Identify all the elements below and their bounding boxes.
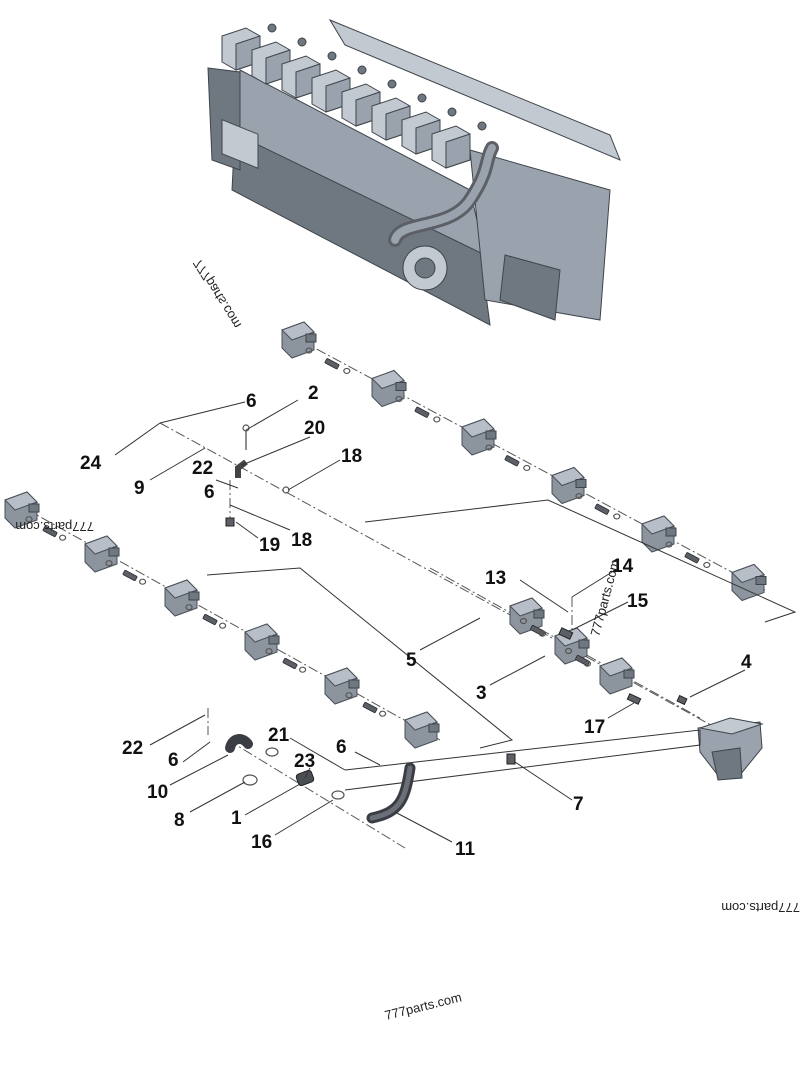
callout-1: 1 [231,808,242,829]
o-ring [523,464,531,472]
o-ring [583,660,592,667]
o-ring [379,710,387,717]
callout-9: 9 [134,478,145,499]
lower-hose-parts [207,708,701,849]
valve-cap [404,711,440,749]
watermark-text: 777parts.com [587,558,622,638]
callout-19: 19 [259,535,280,556]
callout-6-b: 6 [204,482,215,503]
callout-8: 8 [174,810,185,831]
o-ring [25,516,33,523]
callout-20: 20 [304,418,325,439]
callout-11: 11 [455,839,476,860]
callout-5: 5 [406,650,417,671]
spring [530,624,545,637]
spring [324,358,340,370]
watermark-text: 777parts.com [721,900,800,915]
callout-16: 16 [251,832,272,853]
spring [42,525,58,538]
callout-4: 4 [741,652,752,673]
o-ring [299,666,307,673]
callout-labels: 6 2 20 24 22 9 18 6 19 18 13 14 15 5 4 3… [80,383,752,860]
o-ring [58,534,67,541]
o-ring [519,617,528,625]
spring [504,455,520,467]
spring [362,701,378,714]
cylinder-head-row [221,118,259,169]
cylinder-head [431,121,487,169]
valve-cap [4,491,40,529]
watermark-text: 777parts.com [190,256,244,331]
spring [594,503,610,515]
spring [122,569,138,582]
callout-15: 15 [627,591,649,612]
callout-18: 18 [341,446,362,467]
o-ring [665,541,673,548]
o-ring [564,647,573,655]
callout-22: 22 [192,458,213,479]
o-ring [345,692,353,699]
cylinder-head [311,65,367,113]
o-ring [538,630,547,637]
cylinder-head [371,93,427,141]
o-ring [105,560,113,567]
callout-17: 17 [584,717,605,738]
watermark-text: 777parts.com [383,989,463,1023]
valve-cap [164,579,200,617]
manifold-block [697,717,764,781]
valve-cap [731,563,767,602]
o-ring [343,367,351,375]
o-ring [485,444,493,451]
callout-22-b: 22 [122,738,143,759]
callout-24: 24 [80,453,102,474]
spring [282,657,298,670]
callout-6-d: 6 [168,750,179,771]
o-ring [395,395,403,403]
callout-14: 14 [612,556,634,577]
callout-18-b: 18 [291,530,312,551]
upper-cap-row [281,321,797,623]
spring [684,552,700,564]
o-ring [305,347,313,354]
engine-assembly-illustration [207,18,621,326]
o-ring [575,492,583,500]
o-ring [613,513,621,520]
o-ring [265,648,273,655]
spring [575,654,590,667]
left-cap-row [4,491,514,749]
valve-cap [324,667,360,705]
o-ring [185,604,193,611]
callout-23: 23 [294,751,315,772]
valve-cap [244,623,280,661]
middle-cap-row [159,422,721,731]
callout-21: 21 [268,725,290,746]
callout-6: 6 [246,391,257,412]
callout-2: 2 [308,383,319,404]
watermarks: 777parts.com 777parts.com 777parts.com 7… [15,256,800,1023]
valve-cap [599,657,635,695]
callout-3: 3 [476,683,487,704]
o-ring [219,622,227,629]
callout-6-c: 6 [336,737,347,758]
callout-7: 7 [573,794,584,815]
valve-cap [509,597,545,635]
callout-13: 13 [485,568,506,589]
spring [414,406,430,418]
leader-lines [114,399,746,843]
valve-cap [84,535,120,573]
spring [202,613,218,626]
cylinder-head [401,107,457,155]
o-ring [433,416,441,423]
o-ring [703,561,711,569]
callout-10: 10 [147,782,168,803]
watermark-text: 777parts.com [15,519,94,534]
o-ring [139,578,147,585]
